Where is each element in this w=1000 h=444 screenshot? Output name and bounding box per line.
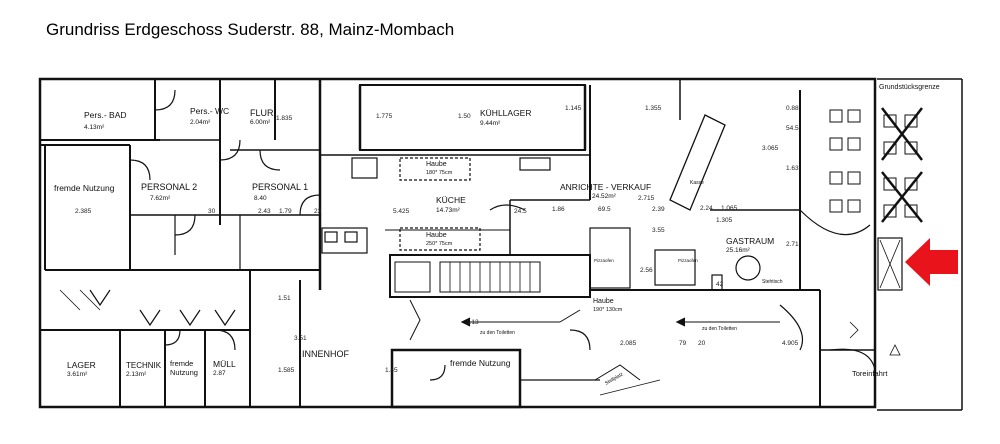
dim-label: 1.145	[565, 105, 582, 112]
room-anrichte-area: 24.52m²	[592, 193, 617, 200]
dim-label: 2.715	[638, 195, 655, 202]
dim-label: 2.39	[652, 206, 665, 213]
room-personal2-area: 7.62m²	[150, 195, 171, 202]
dim-label: 54.5	[786, 125, 799, 132]
room-technik-label: TECHNIK	[126, 361, 162, 370]
room-muell-area: 2.87	[213, 370, 226, 377]
haube-1-label: Haube	[426, 161, 447, 168]
dim-label: 1.13	[466, 319, 479, 326]
room-flur-area: 6.00m²	[250, 119, 271, 126]
dim-label: 20	[698, 340, 706, 347]
dim-label: 2.56	[640, 267, 653, 274]
dim-label: 4.905	[782, 340, 799, 347]
room-fremde-1-label: fremde Nutzung	[54, 183, 115, 193]
room-gastraum-label: GASTRAUM	[726, 236, 774, 246]
room-technik-area: 2.13m²	[126, 371, 147, 378]
haube-3-label: Haube	[593, 298, 614, 305]
dim-label: 2.385	[75, 208, 92, 215]
dim-label: 2.43	[258, 208, 271, 215]
room-toreinfahrt-label: Toreinfahrt	[852, 369, 888, 378]
dim-label: 1.305	[716, 217, 733, 224]
toiletten-1-label: zu den Toiletten	[480, 330, 515, 336]
pizzaofen-2-label: Pizzaofen	[678, 258, 698, 263]
dim-label: 1.50	[458, 113, 471, 120]
dim-label: 42	[716, 281, 724, 288]
dim-label: 1.45	[385, 367, 398, 374]
dim-label: 1.585	[278, 367, 295, 374]
dim-label: 1.835	[276, 115, 293, 122]
room-wc-area: 2.04m²	[190, 119, 211, 126]
dim-label: 1.065	[721, 205, 738, 212]
haube-3-dim: 190* 130cm	[593, 307, 623, 313]
red-arrow-icon	[905, 238, 958, 286]
dim-label: 5.425	[393, 208, 410, 215]
dim-label: 1.86	[552, 206, 565, 213]
room-fremde-small-2: Nutzung	[170, 368, 198, 377]
dim-label: 1.79	[279, 208, 292, 215]
dim-label: 2.71	[786, 241, 799, 248]
page-title: Grundriss Erdgeschoss Suderstr. 88, Main…	[46, 20, 455, 39]
room-gastraum-area: 25.16m²	[726, 247, 751, 254]
dim-label: 0.88	[786, 105, 799, 112]
dim-label: 1.51	[278, 295, 291, 302]
stellplatz-label: Stellplatz	[604, 371, 625, 387]
room-personal2-label: PERSONAL 2	[141, 182, 197, 192]
dim-label: 2.24	[700, 205, 713, 212]
property-boundary-label: Grundstücksgrenze	[879, 84, 940, 91]
dim-label: 1.775	[376, 113, 393, 120]
dim-label: 1.63	[786, 165, 799, 172]
haube-2-label: Haube	[426, 232, 447, 239]
room-bad-label: Pers.- BAD	[84, 110, 127, 120]
haube-1-dim: 180* 75cm	[426, 170, 453, 176]
room-innenhof-label: INNENHOF	[302, 349, 350, 359]
room-kuehllager-label: KÜHLLAGER	[480, 108, 532, 118]
room-kueche-area: 14.73m²	[436, 207, 461, 214]
room-muell-label: MÜLL	[213, 359, 236, 369]
dim-label: 79	[679, 340, 687, 347]
room-kuehllager-area: 9.44m²	[480, 120, 501, 127]
toiletten-2-label: zu den Toiletten	[702, 326, 737, 332]
room-lager-label: LAGER	[67, 360, 96, 370]
dim-label: 30	[208, 208, 216, 215]
room-kueche-label: KÜCHE	[436, 195, 466, 205]
dim-label: 3.065	[762, 145, 779, 152]
room-personal1-area: 8.40	[254, 195, 267, 202]
dim-label: 3.55	[652, 227, 665, 234]
room-flur-label: FLUR	[250, 108, 274, 118]
room-bad-area: 4.13m²	[84, 124, 105, 131]
dim-label: 69.5	[598, 206, 611, 213]
pizzaofen-1-label: Pizzaofen	[594, 258, 614, 263]
room-fremde-2-label: fremde Nutzung	[450, 358, 511, 368]
room-fremde-small-1: fremde	[170, 359, 193, 368]
room-personal1-label: PERSONAL 1	[252, 182, 308, 192]
dim-label: 24.5	[514, 208, 527, 215]
room-anrichte-label: ANRICHTE - VERKAUF	[560, 182, 651, 192]
room-wc-label: Pers.- WC	[190, 106, 229, 116]
dim-label: 23	[314, 208, 322, 215]
stehtisch-label: Stehtisch	[762, 279, 783, 285]
haube-2-dim: 250* 75cm	[426, 241, 453, 247]
kasse-label: Kasse	[690, 180, 704, 186]
dim-label: 2.085	[620, 340, 637, 347]
dim-label: 3.51	[294, 335, 307, 342]
room-lager-area: 3.61m²	[67, 371, 88, 378]
dim-label: 1.355	[645, 105, 662, 112]
